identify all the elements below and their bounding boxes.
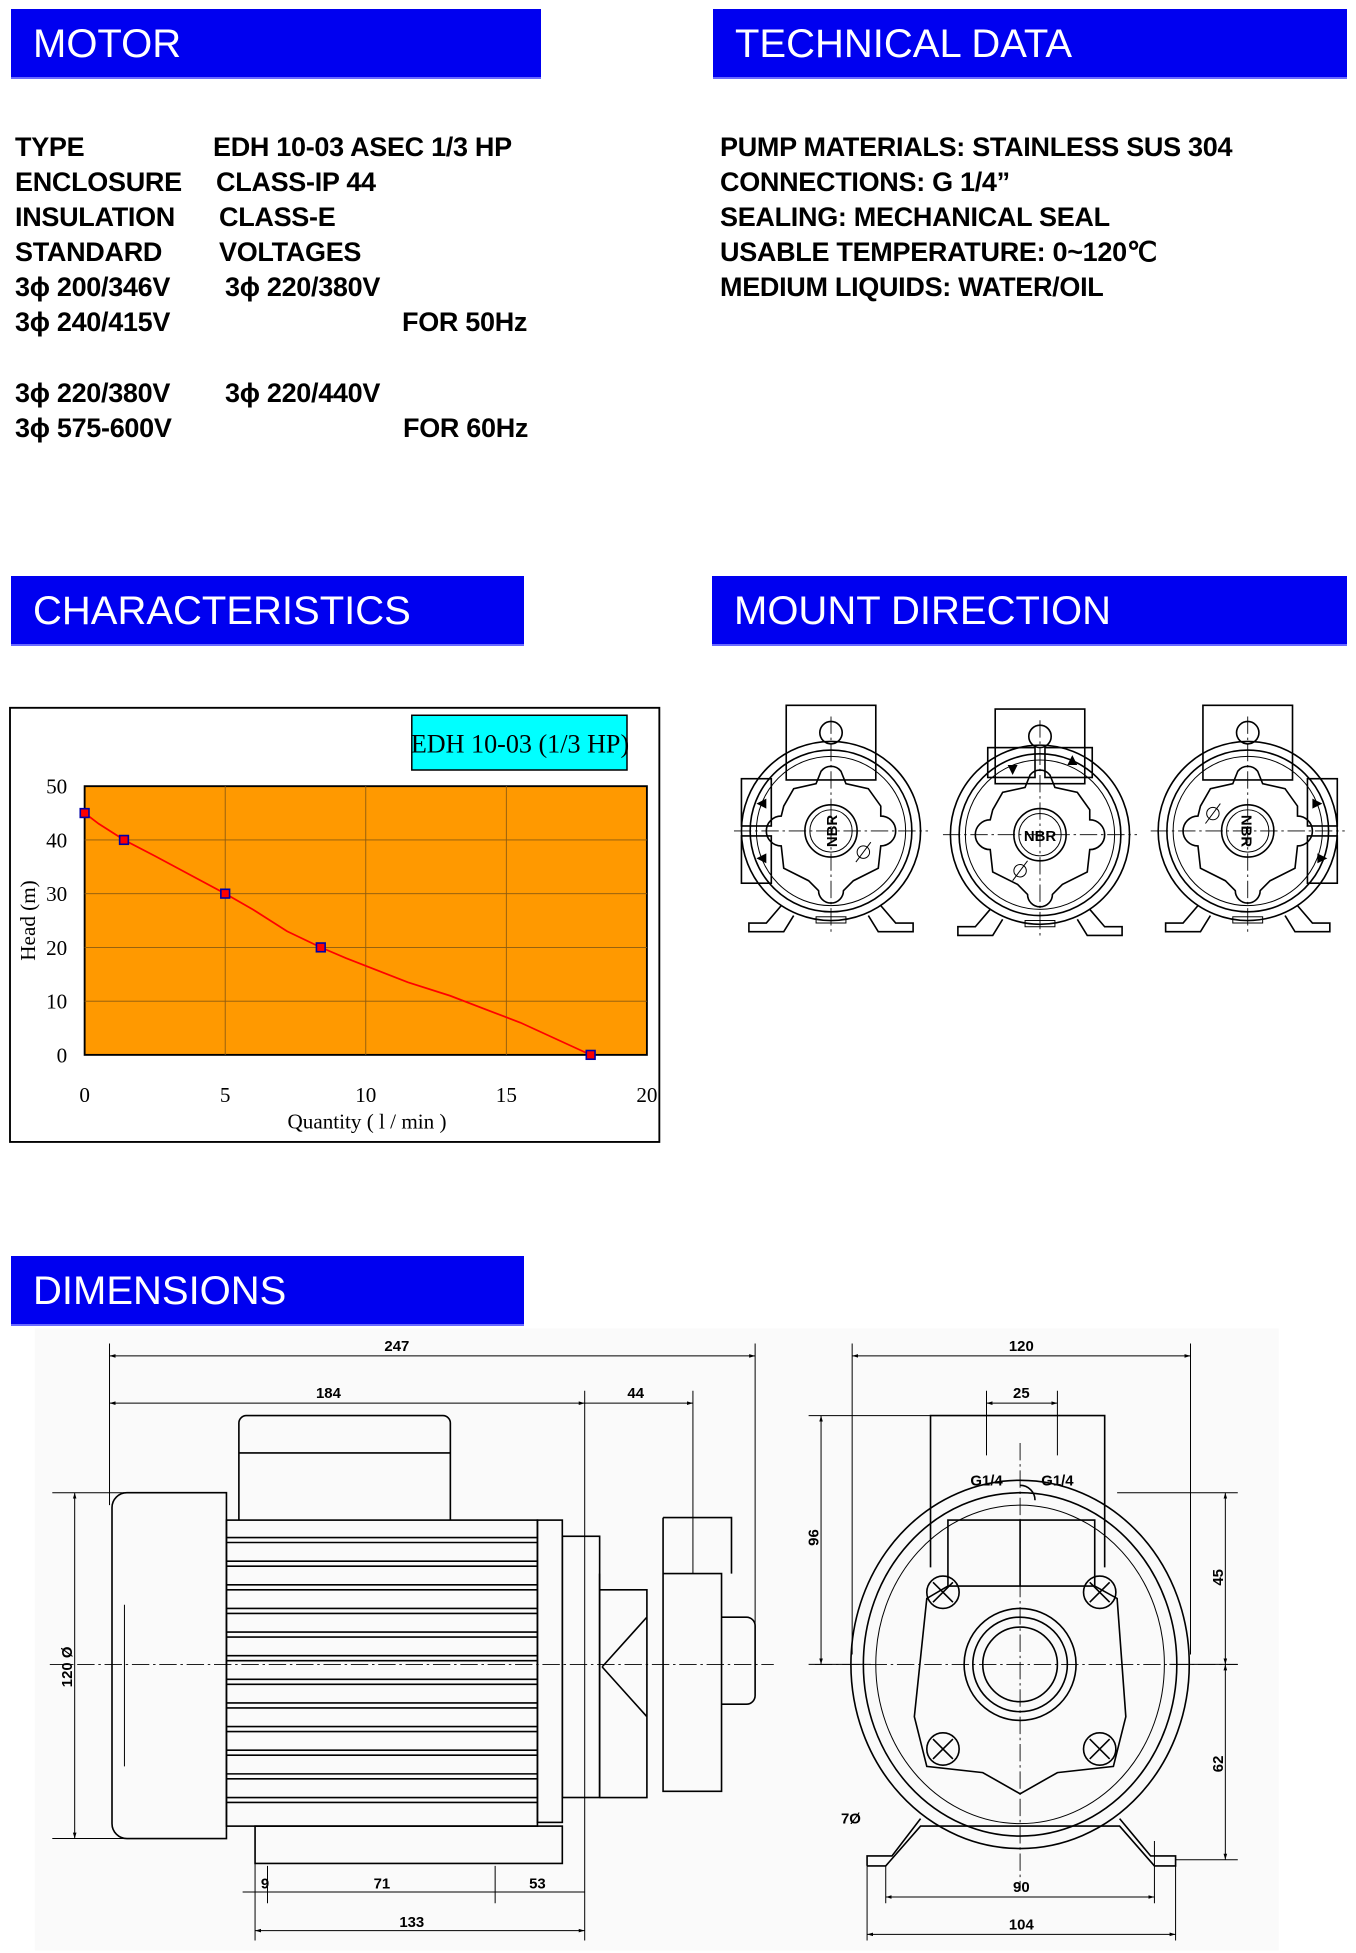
voltage-50hz-2: 3ϕ 220/380V	[225, 272, 381, 302]
chart-grid	[84, 786, 647, 1055]
tick-labels: 0 5 10 15 20 0 10 20 30 40 50	[46, 775, 657, 1107]
insulation-label: INSULATION	[15, 202, 175, 232]
port-right-thread: G1/4	[1041, 1472, 1074, 1489]
x-tick-label: 10	[355, 1083, 376, 1107]
motor-header: MOTOR	[11, 9, 541, 79]
seal-label: NBR	[1238, 815, 1255, 848]
characteristics-header: CHARACTERISTICS	[11, 576, 524, 646]
characteristics-chart: 0 5 10 15 20 0 10 20 30 40 50 EDH 10-03 (1/3 HP) H…	[9, 706, 661, 1143]
data-point	[585, 1049, 596, 1061]
medium-liquids: MEDIUM LIQUIDS: WATER/OIL	[720, 272, 1104, 302]
voltage-60hz-3: 3ϕ 575-600V	[15, 413, 172, 443]
enclosure-label: ENCLOSURE	[15, 167, 182, 197]
y-tick-label: 0	[57, 1043, 68, 1067]
data-point	[220, 888, 231, 899]
dim-overall-length: 247	[384, 1338, 409, 1355]
x-axis-label: Quantity ( l / min )	[288, 1109, 447, 1133]
voltage-60hz-2: 3ϕ 220/440V	[225, 378, 381, 408]
legend-label: EDH 10-03 (1/3 HP)	[411, 730, 629, 759]
voltage-60hz-1: 3ϕ 220/380V	[15, 378, 171, 408]
y-tick-label: 30	[46, 882, 67, 906]
flow-arrow-icon	[1312, 798, 1328, 864]
data-point	[118, 834, 130, 846]
data-point	[79, 807, 90, 819]
voltage-50hz-1: 3ϕ 200/346V	[15, 272, 171, 302]
dim-front-width: 120	[1009, 1338, 1034, 1355]
usable-temperature: USABLE TEMPERATURE: 0~120℃	[720, 237, 1157, 267]
freq-50hz: FOR 50Hz	[402, 307, 528, 337]
x-tick-label: 20	[636, 1083, 657, 1107]
y-tick-label: 50	[46, 775, 67, 799]
dim-foot-end: 53	[529, 1875, 546, 1892]
dim-foot-hole-spacing: 90	[1013, 1879, 1030, 1896]
insulation-value: CLASS-E	[219, 202, 336, 232]
type-label: TYPE	[15, 132, 85, 162]
x-tick-label: 5	[220, 1083, 231, 1107]
dim-foot-width: 104	[1009, 1916, 1035, 1933]
pump-materials: PUMP MATERIALS: STAINLESS SUS 304	[720, 132, 1233, 162]
port-left-thread: G1/4	[970, 1472, 1003, 1489]
mount-direction-diagrams: NBR NBR NBR	[733, 704, 1346, 938]
standard-label: STANDARD	[15, 237, 163, 267]
mount-option-horizontal-right: NBR	[1149, 704, 1346, 934]
front-view-drawing: 120 25 G1/4 G1/4 96 45 62 7Ø 90 104	[806, 1338, 1238, 1941]
dim-foot-total: 133	[399, 1914, 424, 1931]
dim-motor-length: 184	[316, 1385, 342, 1402]
dim-diameter: 120 Ø	[59, 1647, 76, 1688]
x-tick-label: 15	[496, 1083, 517, 1107]
dim-foot-offset: 9	[261, 1875, 269, 1892]
dim-lower-height: 62	[1210, 1756, 1227, 1773]
side-view-drawing: 247 184 44 120 Ø 9 71 53 133	[49, 1338, 774, 1941]
connections: CONNECTIONS: G 1/4”	[720, 167, 1010, 197]
flow-arrow-icon	[756, 798, 767, 864]
freq-60hz: FOR 60Hz	[403, 413, 529, 443]
seal-label: NBR	[824, 815, 841, 848]
y-tick-label: 10	[46, 990, 67, 1014]
mount-option-vertical-top: NBR	[942, 708, 1138, 938]
dim-foot-spacing: 71	[374, 1875, 391, 1892]
type-value: EDH 10-03 ASEC 1/3 HP	[213, 132, 512, 162]
data-point	[315, 942, 326, 953]
dimensions-header: DIMENSIONS	[11, 1256, 524, 1326]
drawing-background	[34, 1328, 1279, 1951]
dim-pump-length: 44	[627, 1385, 644, 1402]
dim-upper-height: 45	[1210, 1569, 1227, 1586]
x-tick-label: 0	[79, 1083, 90, 1107]
y-axis-label: Head (m)	[16, 880, 40, 960]
y-tick-label: 40	[46, 828, 67, 852]
standard-value: VOLTAGES	[219, 237, 362, 267]
legend-box	[411, 714, 628, 771]
technical-data-header: TECHNICAL DATA	[713, 9, 1347, 79]
data-markers	[79, 807, 596, 1061]
dim-foot-hole: 7Ø	[841, 1811, 861, 1828]
voltage-50hz-3: 3ϕ 240/415V	[15, 307, 171, 337]
dim-port-spacing: 25	[1013, 1385, 1030, 1402]
enclosure-value: CLASS-IP 44	[216, 167, 376, 197]
mount-direction-header: MOUNT DIRECTION	[712, 576, 1347, 646]
y-tick-label: 20	[46, 936, 67, 960]
seal-label: NBR	[1024, 828, 1057, 845]
dim-top-height: 96	[806, 1529, 823, 1546]
sealing: SEALING: MECHANICAL SEAL	[720, 202, 1110, 232]
mount-option-horizontal-left: NBR	[733, 704, 929, 934]
